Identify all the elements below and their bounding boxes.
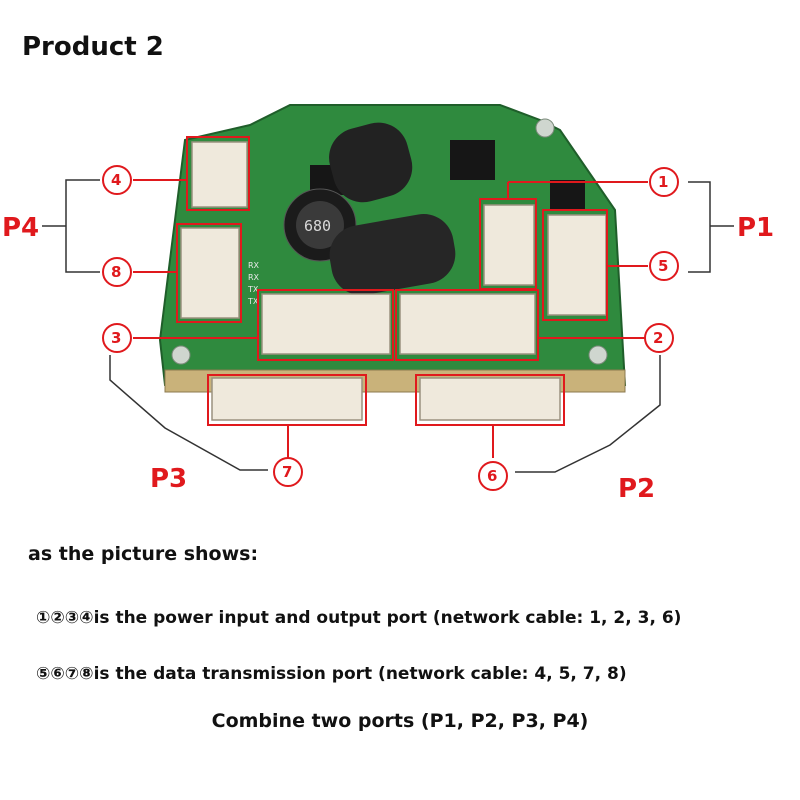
port-label-p1: P1 [737, 213, 774, 243]
outline-6 [415, 374, 565, 426]
svg-text:8: 8 [111, 263, 121, 281]
caption-data-ports: ⑤⑥⑦⑧is the data transmission port (netwo… [36, 664, 627, 684]
pcb-diagram: 680 RX RX TX TX [2, 104, 774, 504]
marker-2: 2 [644, 323, 674, 353]
connector-8 [180, 227, 240, 319]
marker-4: 4 [102, 165, 132, 195]
port-label-p4: P4 [2, 213, 39, 243]
outline-4 [186, 136, 250, 211]
silk-label-2: RX [248, 273, 260, 282]
connector-4 [191, 141, 248, 208]
caption-intro: as the picture shows: [28, 543, 259, 565]
silk-label-3: TX [247, 285, 259, 294]
marker-5: 5 [649, 251, 679, 281]
markers: 4 8 3 1 5 2 7 6 [102, 165, 679, 491]
port-label-p3: P3 [150, 464, 187, 494]
marker-8: 8 [102, 257, 132, 287]
svg-text:7: 7 [282, 463, 292, 481]
port-label-p2: P2 [618, 474, 655, 504]
svg-text:6: 6 [487, 467, 497, 485]
inductor-label: 680 [304, 217, 331, 235]
marker-7: 7 [273, 457, 303, 487]
caption-power-ports: ①②③④is the power input and output port (… [36, 608, 682, 628]
svg-text:5: 5 [658, 257, 668, 275]
caption-combine: Combine two ports (P1, P2, P3, P4) [211, 710, 589, 732]
connector-6 [419, 377, 561, 421]
marker-6: 6 [478, 461, 508, 491]
svg-text:4: 4 [111, 171, 121, 189]
svg-text:3: 3 [111, 329, 121, 347]
connector-7 [211, 377, 363, 421]
svg-text:2: 2 [653, 329, 663, 347]
outline-3 [257, 289, 394, 361]
svg-text:1: 1 [658, 173, 668, 191]
connector-2 [399, 293, 536, 355]
page-title: Product 2 [22, 32, 164, 62]
silk-label-4: TX [247, 297, 259, 306]
connector-1 [483, 204, 535, 286]
outline-2 [395, 289, 539, 361]
marker-1: 1 [649, 167, 679, 197]
connector-3 [261, 293, 391, 355]
connectors [180, 141, 607, 421]
connector-5 [547, 214, 607, 316]
marker-3: 3 [102, 323, 132, 353]
silk-label-1: RX [248, 261, 260, 270]
